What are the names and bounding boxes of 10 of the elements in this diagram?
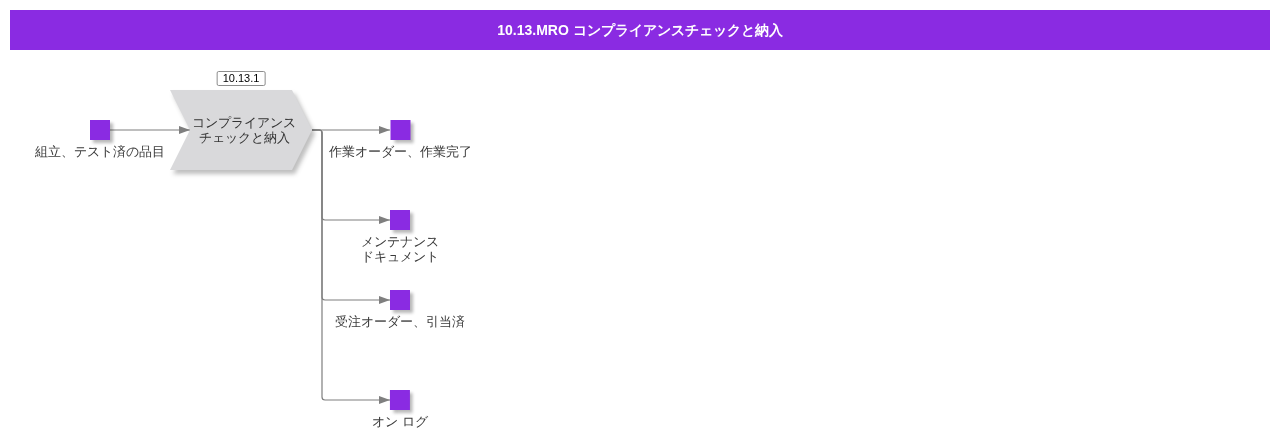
arrow [311,129,391,404]
node-label: メンテナンスドキュメント [360,234,440,264]
node-label: コンプライアンスチェックと納入 [191,115,297,145]
arrow [109,126,191,134]
node-label: 作業オーダー、作業完了 [328,144,472,159]
node-label: 組立、テスト済の品目 [35,144,165,159]
id-tag: 10.13.1 [216,71,266,86]
title-bar: 10.13.MRO コンプライアンスチェックと納入 [10,10,1270,50]
node-label: オン ログ [371,414,429,429]
node-label: 受注オーダー、引当済 [335,314,465,329]
